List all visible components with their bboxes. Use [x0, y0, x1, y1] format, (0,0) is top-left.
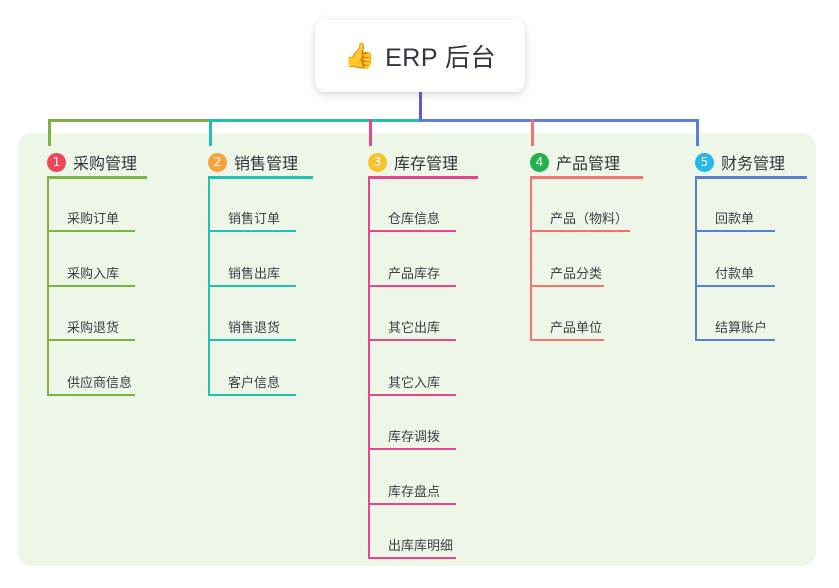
leaf-node-label: 客户信息 [228, 374, 281, 390]
diagram-background-panel [18, 133, 816, 566]
leaf-node[interactable]: 付款单 [695, 263, 775, 287]
branch-badge-2: 2 [208, 152, 227, 172]
leaf-node[interactable]: 产品单位 [530, 317, 606, 341]
branch-stem-4 [530, 179, 532, 339]
leaf-node-underline [368, 502, 456, 505]
leaf-node-underline [368, 557, 456, 559]
connector-bus-segment-2 [209, 119, 420, 122]
branch-badge-3: 3 [368, 152, 387, 172]
leaf-node-label: 销售退货 [228, 320, 281, 335]
leaf-node-label: 采购订单 [67, 211, 120, 226]
branch-header-underline [47, 176, 147, 179]
leaf-node-underline [208, 230, 296, 232]
connector-bus-segment-1 [48, 119, 209, 122]
leaf-node[interactable]: 回款单 [695, 208, 775, 232]
leaf-node-label: 结算账户 [715, 320, 768, 335]
branch-title-label: 财务管理 [721, 156, 786, 173]
branch-header-产品管理[interactable]: 4 产品管理 [530, 150, 620, 174]
leaf-node[interactable]: 采购订单 [47, 208, 135, 232]
leaf-node-underline [208, 339, 296, 341]
leaf-node-underline [47, 339, 135, 341]
branch-header-underline [530, 176, 643, 179]
branch-title-label: 销售管理 [234, 156, 299, 173]
leaf-node[interactable]: 出库库明细 [368, 535, 457, 559]
leaf-node-underline [530, 284, 604, 287]
leaf-node[interactable]: 销售订单 [208, 208, 296, 232]
leaf-node[interactable]: 产品分类 [530, 263, 606, 287]
connector-root-stem [419, 92, 422, 122]
leaf-node[interactable]: 销售退货 [208, 317, 296, 341]
leaf-node-label: 采购入库 [67, 265, 120, 281]
leaf-node-underline [368, 230, 456, 232]
leaf-node-underline [368, 339, 456, 341]
branch-header-采购管理[interactable]: 1 采购管理 [47, 150, 137, 174]
branch-header-销售管理[interactable]: 2 销售管理 [208, 150, 298, 174]
leaf-node-label: 出库库明细 [388, 538, 454, 553]
leaf-node-label: 仓库信息 [388, 211, 441, 226]
branch-stem-5 [695, 179, 697, 339]
branch-stem-3 [368, 179, 370, 557]
leaf-node-underline [695, 339, 775, 341]
leaf-node[interactable]: 产品（物料） [530, 208, 632, 232]
leaf-node[interactable]: 仓库信息 [368, 208, 456, 232]
leaf-node[interactable]: 其它入库 [368, 372, 456, 396]
leaf-node[interactable]: 库存调拨 [368, 426, 456, 450]
branch-header-库存管理[interactable]: 3 库存管理 [368, 150, 458, 174]
branch-title-label: 采购管理 [73, 156, 138, 173]
leaf-node[interactable]: 供应商信息 [47, 372, 136, 396]
leaf-node-label: 产品分类 [550, 265, 603, 281]
leaf-node-label: 产品（物料） [550, 211, 629, 226]
branch-header-财务管理[interactable]: 5 财务管理 [695, 150, 785, 174]
leaf-node-underline [695, 230, 775, 232]
leaf-node-underline [368, 448, 456, 450]
leaf-node[interactable]: 采购退货 [47, 317, 135, 341]
leaf-node-label: 销售出库 [228, 265, 281, 281]
branch-title-label: 库存管理 [394, 156, 459, 173]
thumbs-up-icon: 👍 [343, 41, 376, 70]
leaf-node-underline [368, 284, 456, 287]
connector-drop-5 [696, 119, 699, 146]
branch-badge-1: 1 [47, 152, 66, 172]
branch-title-label: 产品管理 [556, 156, 621, 173]
leaf-node-underline [530, 230, 630, 232]
leaf-node-label: 库存盘点 [388, 483, 441, 499]
leaf-node-label: 其它出库 [388, 320, 441, 335]
branch-badge-5: 5 [695, 152, 714, 172]
leaf-node[interactable]: 产品库存 [368, 263, 456, 287]
leaf-node-underline [47, 393, 135, 396]
leaf-node-label: 采购退货 [67, 320, 120, 335]
leaf-node[interactable]: 其它出库 [368, 317, 456, 341]
leaf-node[interactable]: 结算账户 [695, 317, 775, 341]
leaf-node[interactable]: 采购入库 [47, 263, 135, 287]
leaf-node-underline [530, 339, 604, 341]
leaf-node-label: 产品单位 [550, 320, 603, 335]
leaf-node-underline [208, 284, 296, 287]
connector-drop-1 [48, 119, 51, 146]
leaf-node-label: 产品库存 [388, 265, 441, 281]
leaf-node-label: 其它入库 [388, 374, 441, 390]
branch-header-underline [695, 176, 807, 179]
leaf-node-underline [695, 284, 775, 287]
leaf-node-label: 库存调拨 [388, 429, 441, 444]
connector-drop-4 [531, 119, 534, 146]
leaf-node-label: 回款单 [715, 211, 755, 226]
root-node-card[interactable]: 👍 ERP 后台 [315, 20, 525, 92]
leaf-node[interactable]: 库存盘点 [368, 481, 456, 505]
leaf-node-label: 供应商信息 [67, 374, 133, 390]
branch-badge-4: 4 [530, 152, 549, 172]
leaf-node-label: 销售订单 [228, 211, 281, 226]
connector-drop-2 [209, 119, 212, 146]
leaf-node-underline [208, 393, 296, 396]
branch-header-underline [208, 176, 313, 179]
root-node-title: ERP 后台 [385, 44, 497, 72]
branch-header-underline [368, 176, 478, 179]
leaf-node[interactable]: 销售出库 [208, 263, 296, 287]
leaf-node-label: 付款单 [715, 265, 755, 281]
leaf-node[interactable]: 客户信息 [208, 372, 296, 396]
connector-drop-3 [369, 119, 372, 146]
leaf-node-underline [368, 393, 456, 396]
connector-bus-segment-3 [419, 119, 697, 122]
leaf-node-underline [47, 284, 135, 287]
leaf-node-underline [47, 230, 135, 232]
